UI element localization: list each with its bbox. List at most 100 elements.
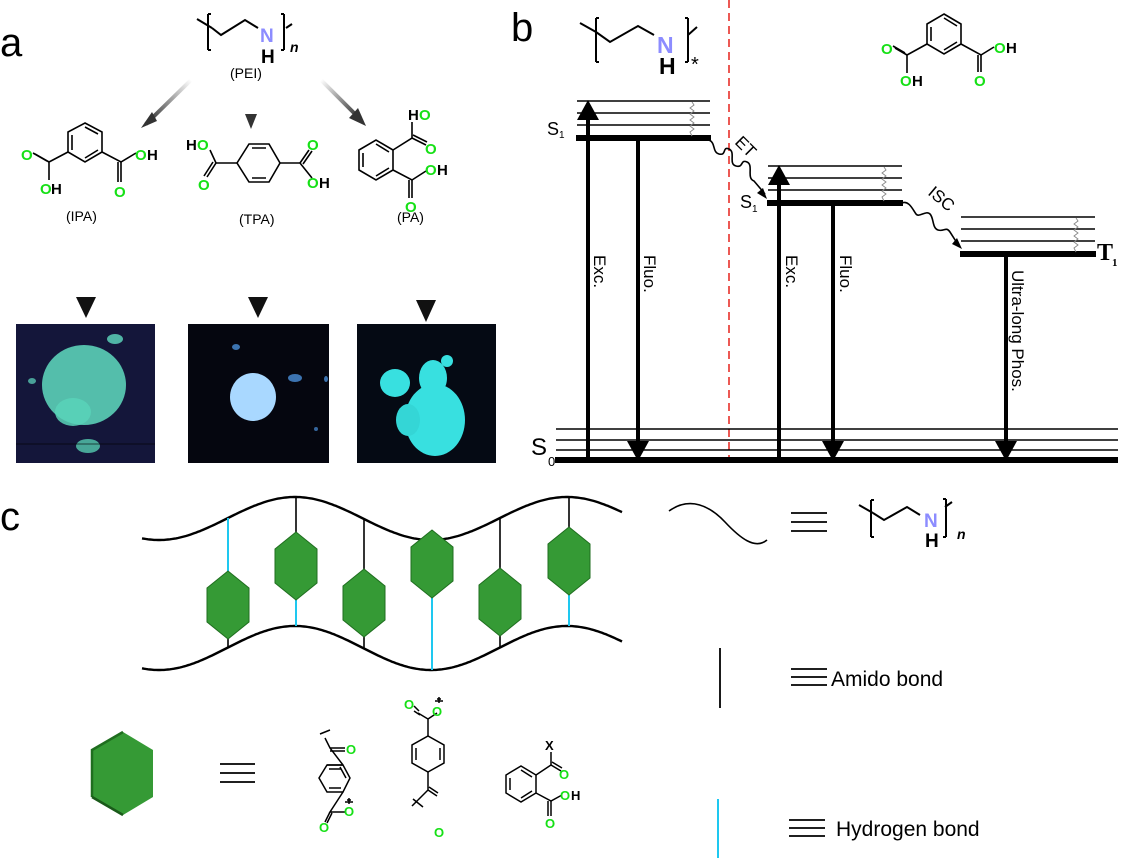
acceptor-exc-label: Exc. [782, 255, 801, 288]
ipa-h-1: H [51, 181, 62, 198]
pa-h-2: H [437, 162, 448, 179]
ipa-name: (IPA) [66, 208, 97, 224]
panel-b-label: b [511, 6, 533, 50]
tpa-name: (TPA) [239, 211, 275, 227]
acceptor-relaxation-squiggle [881, 166, 887, 202]
legend-ipa-oxygen-2: O [319, 820, 329, 835]
acid-unit-hexagon [342, 568, 386, 638]
arrow-head-ipa [141, 112, 157, 128]
t1-levels [960, 216, 1096, 257]
legend-tpa-oxygen-1: O [404, 697, 414, 712]
legend-pei-hydrogen: H [925, 531, 939, 552]
donor-s1-sub: 1 [559, 130, 565, 141]
tpa-h-2: H [319, 175, 330, 192]
legend-ipa-oxygen-1: O [346, 742, 356, 757]
acceptor-h-2: H [1006, 40, 1017, 57]
et-label: ET [731, 132, 760, 161]
legend-pei-nitrogen: N [924, 511, 938, 532]
donor-relaxation-squiggle [689, 101, 695, 137]
polymer-chain-top [141, 495, 623, 542]
t1-relaxation-squiggle [1073, 217, 1079, 253]
isc-arrowhead [952, 238, 962, 249]
legend-equiv-hexagon [220, 763, 255, 783]
pei-nitrogen: N [260, 26, 274, 47]
panel-a-label: a [0, 21, 23, 65]
pa-oxygen-1: O [425, 141, 437, 158]
tpa-oh-2: O [307, 175, 319, 192]
legend-ipa-oh: O [344, 804, 354, 819]
legend-tpa-unit [411, 697, 445, 808]
transition-arrows [577, 100, 1017, 461]
acceptor-oxygen-1: O [881, 41, 893, 58]
tpa-h-1: H [186, 137, 197, 154]
tpa-oxygen-1: O [198, 177, 210, 194]
legend-tpa-oh: O [432, 704, 442, 719]
isc-wave [901, 201, 958, 244]
photo-arrows [76, 230, 436, 322]
acceptor-s1-sub: 1 [752, 204, 758, 215]
s0-letter: S [531, 434, 547, 461]
acid-unit-hexagon [206, 570, 250, 640]
legend-polymer-wave [668, 502, 768, 545]
pa-name: (PA) [397, 209, 424, 225]
acid-unit-hexagon [274, 531, 318, 601]
pa-oxygen-2: O [405, 199, 417, 216]
pa-molecule [358, 122, 428, 198]
acceptor-s1-levels [767, 165, 903, 206]
legend-pa-oh: O [560, 788, 570, 803]
phosphorescence-label: Ultra-long Phos. [1008, 270, 1027, 392]
donor-hydrogen: H [659, 53, 676, 79]
ipa-h-2: H [147, 147, 158, 164]
pa-oh-2: O [425, 162, 437, 179]
legend-tpa-oxygen-2: O [434, 825, 444, 840]
legend-hexagon [90, 730, 153, 817]
legend-amido-label: Amido bond [831, 668, 943, 691]
arrow-head-tpa-photo [248, 297, 268, 318]
legend-pa-cap: X [545, 738, 554, 753]
acceptor-oh-2: O [994, 40, 1006, 57]
donor-s1-letter: S [547, 119, 559, 139]
tpa-oxygen-2: O [307, 137, 319, 154]
legend-ipa-unit [318, 729, 353, 824]
legend-equiv-hydrogen [789, 819, 825, 837]
energy-transfer-wave [708, 139, 766, 195]
acceptor-s1-letter: S [740, 192, 752, 212]
donor-subscript: * [691, 54, 699, 76]
pei-bond-left [196, 18, 213, 29]
pei-name: (PEI) [230, 65, 262, 81]
t1-sub: 1 [1112, 257, 1118, 269]
pei-subscript: n [290, 39, 299, 55]
acceptor-oh-1: O [900, 73, 912, 90]
ipa-oh-1: O [40, 181, 52, 198]
energy-transfer-arrowhead [757, 188, 767, 199]
donor-fluo-label: Fluo. [640, 255, 659, 293]
legend-pei-subscript: n [957, 526, 966, 542]
panel-a: a N H n (PEI) [0, 13, 496, 463]
acceptor-oxygen-2: O [974, 73, 986, 90]
donor-s1-levels [576, 100, 711, 141]
acid-unit-hexagon [410, 529, 454, 599]
panel-b: b N H * O O H O H O [511, 0, 1118, 469]
legend-equiv-amido [791, 668, 827, 686]
tpa-molecule [203, 143, 313, 183]
pa-h-1: H [408, 107, 419, 124]
crosslink-network [141, 495, 623, 672]
donor-exc-label: Exc. [590, 255, 609, 288]
tpa-photo [188, 324, 329, 463]
legend-hydrogen-label: Hydrogen bond [836, 818, 980, 841]
donor-pei-structure [579, 17, 698, 63]
isc-label: ISC [924, 183, 958, 216]
acceptor-h-1: H [912, 73, 923, 90]
pa-photo [357, 324, 496, 463]
acceptor-fluo-label: Fluo. [836, 255, 855, 293]
polymer-chain-bottom [141, 624, 623, 672]
acceptor-ipa-structure [892, 13, 995, 73]
panel-c-label: c [0, 495, 20, 539]
pei-chain [211, 18, 259, 37]
acid-unit-hexagon [478, 567, 522, 637]
arrow-head-pa-photo [416, 300, 436, 322]
legend-equiv-polymer [791, 512, 827, 532]
legend-pa-h: H [571, 788, 580, 803]
ipa-oxygen-2: O [114, 184, 126, 201]
